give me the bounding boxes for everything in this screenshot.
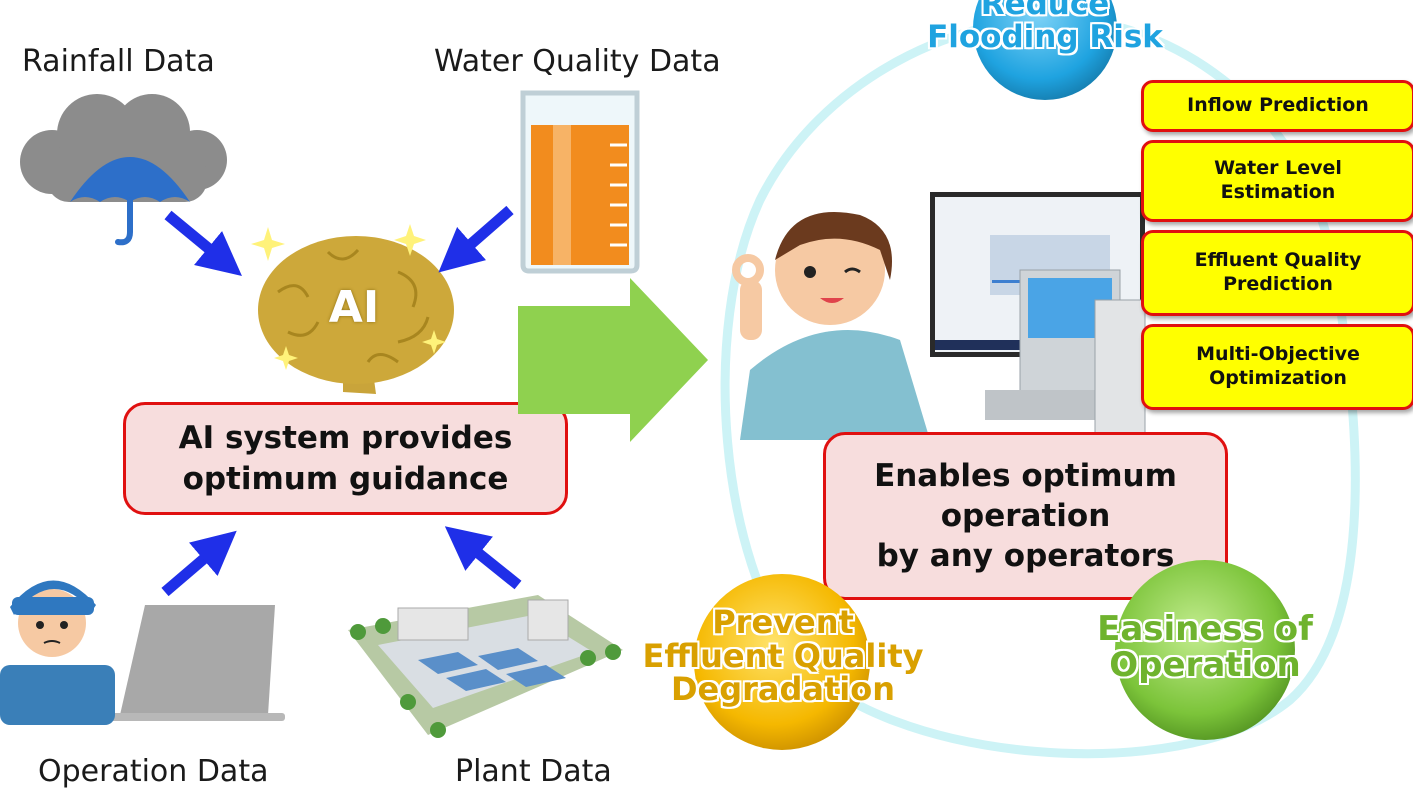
feature-inflow-prediction: Inflow Prediction — [1141, 80, 1413, 132]
ai-callout-line1: AI system provides — [178, 420, 513, 457]
feature-inflow-line1: Inflow Prediction — [1187, 94, 1369, 117]
goal-effluent-line1: Prevent — [712, 603, 854, 641]
feature-effluent-line1: Effluent Quality — [1194, 249, 1362, 272]
result-callout-line2: operation — [940, 497, 1111, 534]
ai-brain-icon — [251, 224, 454, 394]
feature-effluent-line2: Prediction — [1223, 273, 1333, 295]
goal-easiness-line1: Easiness of — [1097, 609, 1313, 649]
brain-ai-text: AI — [328, 282, 380, 333]
water-quality-data-label: Water Quality Data — [434, 44, 721, 79]
result-callout-line1: Enables optimum — [874, 457, 1177, 494]
goal-effluent-line2: Effluent Quality — [642, 636, 924, 675]
goal-easiness-line2: Operation — [1109, 644, 1301, 685]
optimum-operation-callout: Enables optimum operation by any operato… — [823, 432, 1228, 600]
feature-multi-objective-line2: Optimization — [1209, 367, 1347, 389]
feature-multi-objective-optimization: Multi-Objective Optimization — [1141, 324, 1413, 410]
feature-multi-objective-line1: Multi-Objective — [1196, 343, 1360, 366]
goal-effluent-line3: Degradation — [670, 670, 896, 709]
ai-callout-line2: optimum guidance — [182, 460, 509, 497]
beaker-icon — [520, 90, 640, 274]
rain-cloud-umbrella-icon — [20, 94, 227, 246]
operation-data-label: Operation Data — [38, 754, 269, 789]
goal-flood-text: Reduce Flooding Risk — [900, 0, 1190, 53]
rainfall-data-label: Rainfall Data — [22, 44, 215, 79]
big-green-arrow — [518, 278, 708, 442]
plant-data-label: Plant Data — [455, 754, 612, 789]
operator-thinking-icon — [0, 580, 285, 725]
feature-effluent-quality-prediction: Effluent Quality Prediction — [1141, 230, 1413, 316]
goal-flood-line1: Reduce — [980, 0, 1110, 22]
ai-guidance-callout: AI system provides optimum guidance — [123, 402, 568, 515]
goal-flood-line2: Flooding Risk — [927, 18, 1163, 55]
operator-ok-with-pc-icon — [732, 192, 1146, 441]
goal-easiness-text: Easiness of Operation — [1080, 609, 1330, 685]
feature-water-level-line1: Water Level — [1214, 157, 1342, 180]
goal-effluent-text: Prevent Effluent Quality Degradation — [628, 603, 938, 709]
feature-water-level-estimation: Water Level Estimation — [1141, 140, 1413, 222]
result-callout-line3: by any operators — [876, 538, 1175, 575]
feature-water-level-line2: Estimation — [1220, 181, 1336, 203]
treatment-plant-icon — [348, 595, 623, 738]
